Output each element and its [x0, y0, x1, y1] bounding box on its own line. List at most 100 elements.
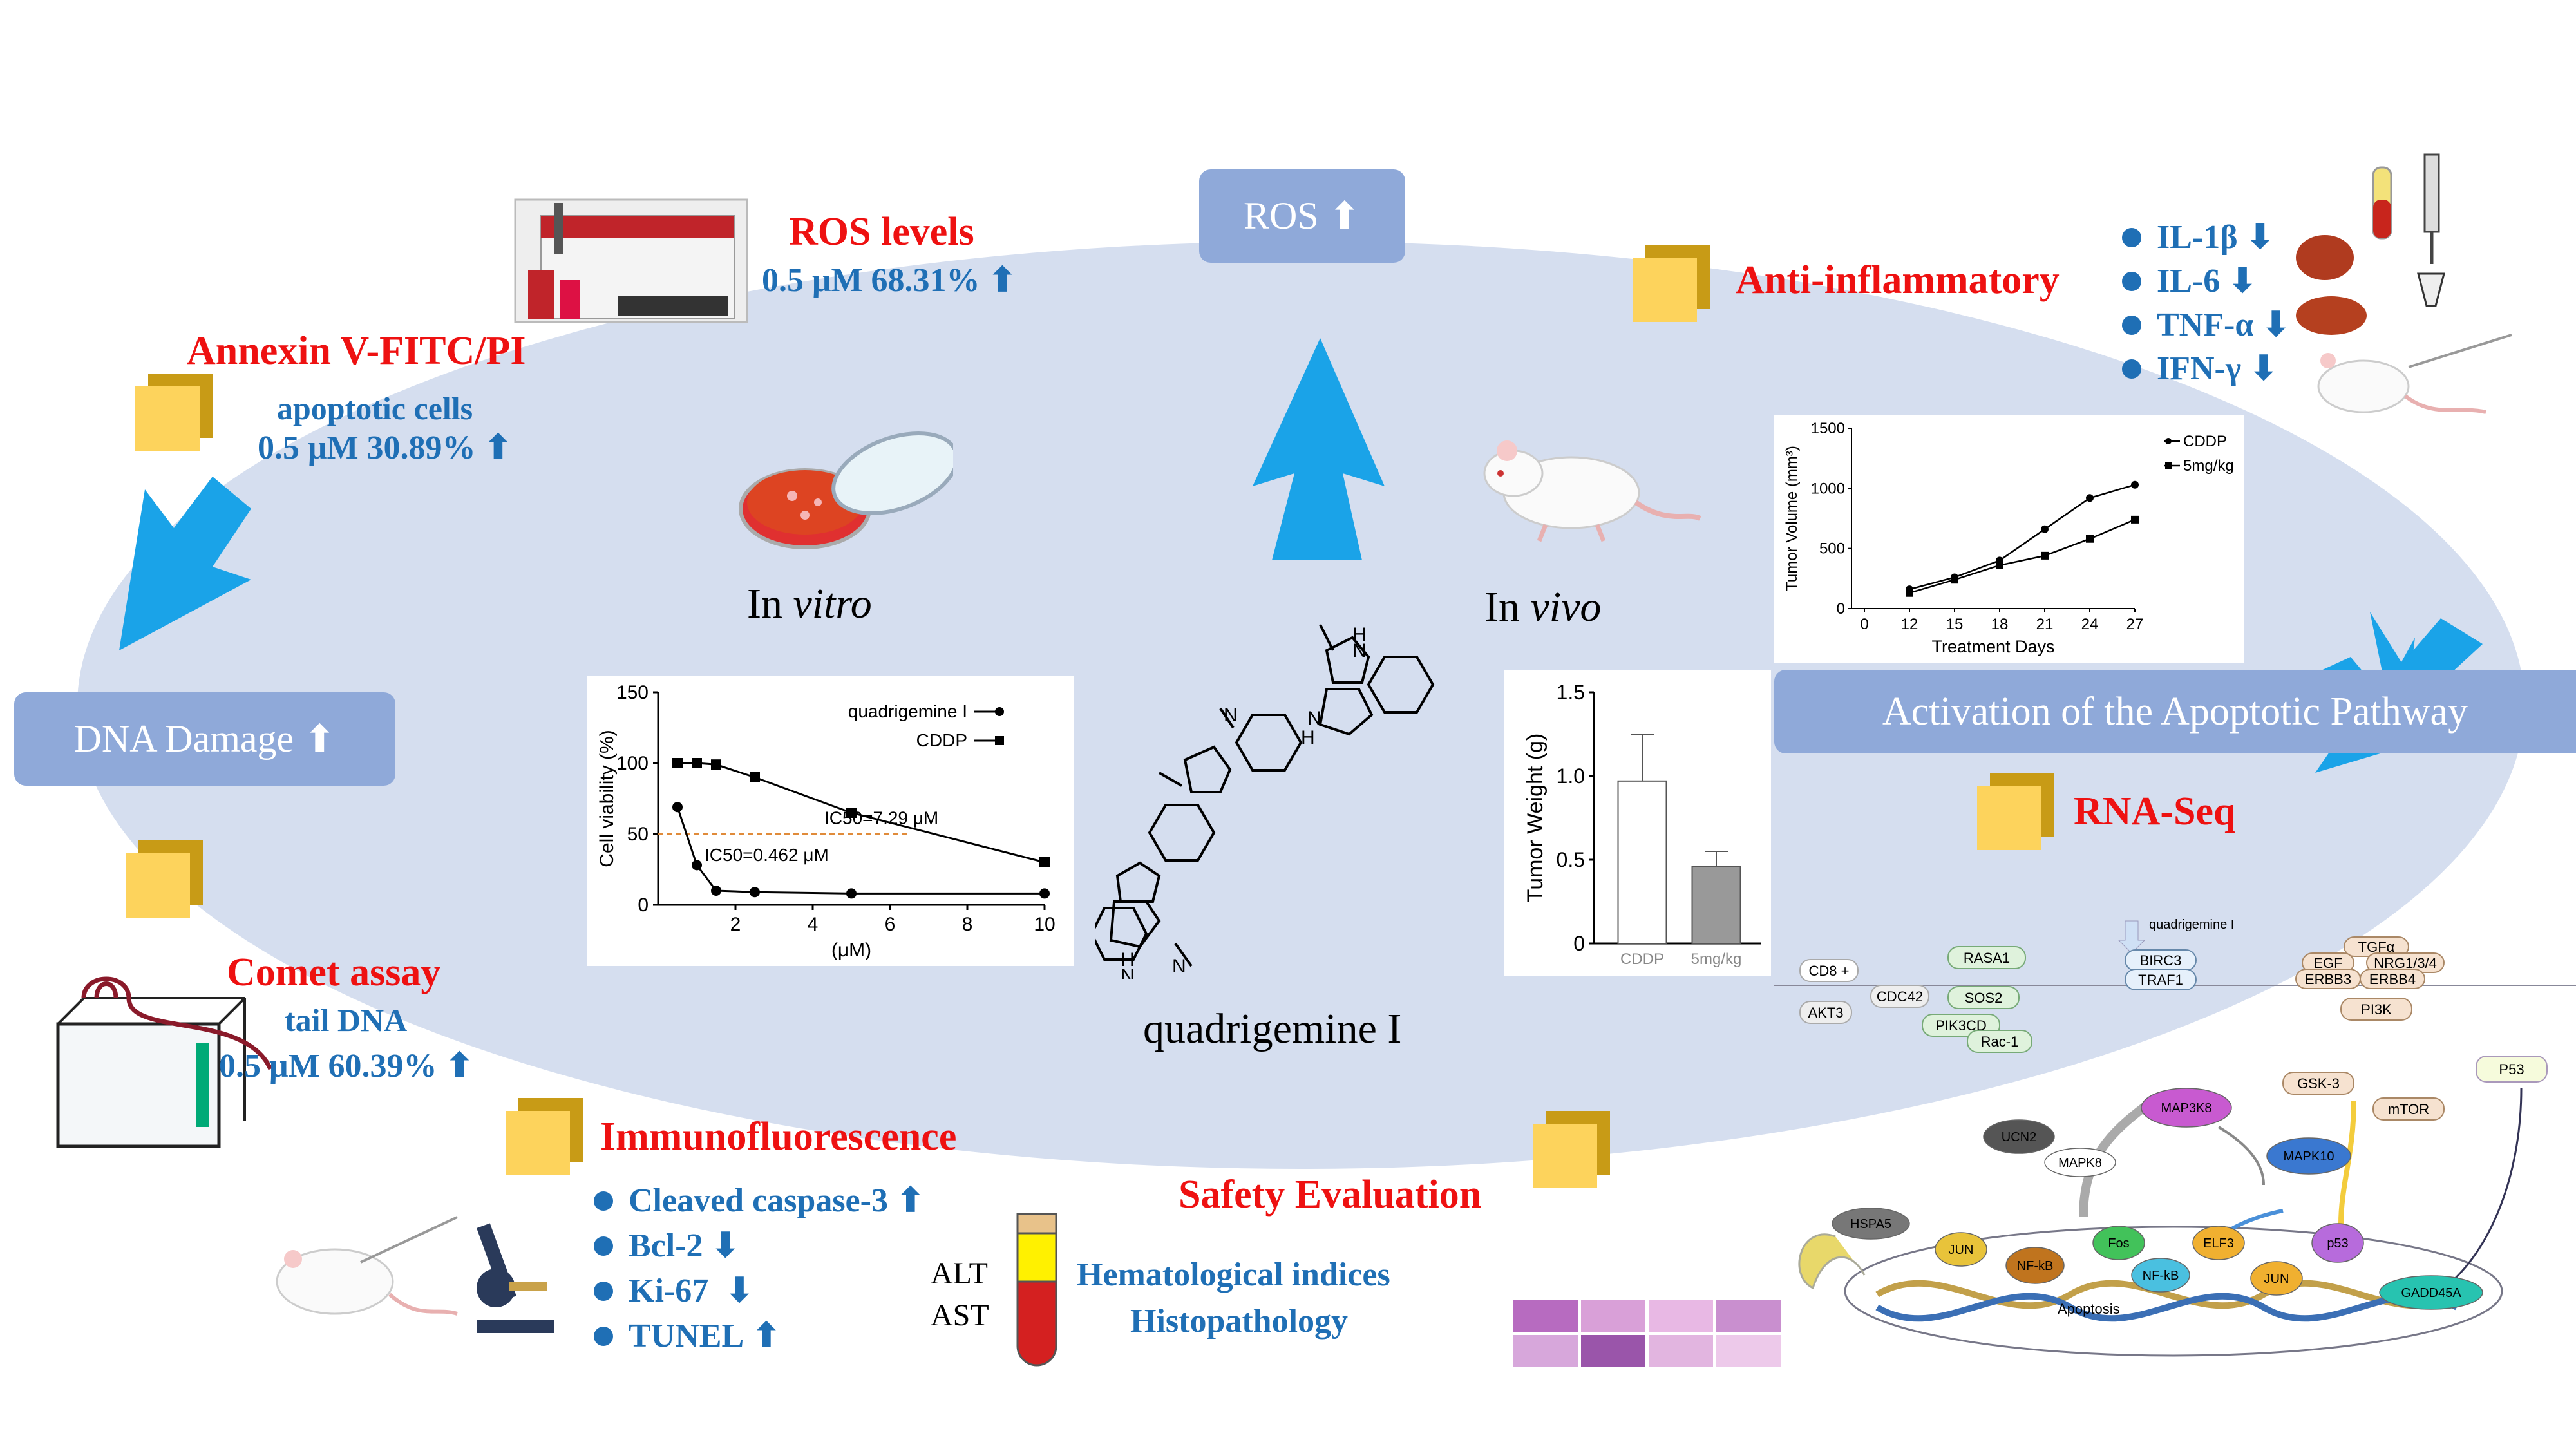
svg-text:H: H — [1301, 727, 1315, 748]
x-tick-label: 15 — [1946, 616, 1964, 633]
square-marker-rnaseq — [1977, 773, 2054, 850]
data-point — [692, 758, 702, 768]
data-point — [2041, 525, 2049, 533]
y-tick-label: 500 — [1819, 540, 1845, 558]
y-tick-label: 1000 — [1811, 480, 1845, 497]
pathway-node — [2192, 1226, 2245, 1260]
pathway-node — [1799, 959, 1859, 982]
series-line — [1909, 518, 2136, 594]
x-tick-label: 0 — [1860, 616, 1868, 633]
data-point — [2086, 535, 2094, 543]
cytokine-item: IL-6 ⬇ — [2122, 260, 2290, 303]
compound-name: quadrigemine I — [1143, 1005, 1402, 1052]
svg-text:H: H — [1121, 949, 1135, 971]
apoptotic-pathway-pill: Activation of the Apoptotic Pathway — [1774, 670, 2576, 753]
flow-cytometer-image — [514, 198, 748, 323]
petri-dish-image — [739, 431, 953, 549]
down-arrow-icon: ⬇ — [2249, 350, 2278, 387]
pathway-arrow — [2217, 1126, 2265, 1186]
dna-damage-pill: DNA Damage ⬆ — [14, 692, 395, 786]
pathway-node-label: PI3K — [2361, 1001, 2392, 1018]
pathway-node — [1983, 1119, 2055, 1154]
x-tick-label: 18 — [1991, 616, 2009, 633]
y-axis-label: Cell viability (%) — [596, 730, 618, 867]
down-arrow-icon: ⬇ — [2262, 307, 2290, 343]
pathway-node-label: CD8 + — [1809, 963, 1850, 979]
histopathology: Histopathology — [1130, 1303, 1349, 1340]
nucleus — [1844, 1226, 2503, 1357]
y-tick-label: 100 — [616, 753, 649, 774]
data-point — [750, 772, 760, 782]
up-arrow-icon: ⬆ — [988, 262, 1017, 299]
pathway-node-label: HSPA5 — [1850, 1217, 1891, 1231]
comet-value: 0.5 μM 60.39% ⬆ — [219, 1048, 474, 1084]
x-axis-label: (μM) — [831, 940, 871, 961]
data-point — [672, 802, 683, 813]
organs-and-tools-image — [2296, 153, 2512, 414]
x-tick-label: 27 — [2126, 616, 2144, 633]
mouse-and-microscope-image — [276, 1216, 554, 1333]
if-marker-list: Cleaved caspase-3 ⬆ Bcl-2 ⬇ Ki-67 ⬇ TUNE… — [594, 1179, 925, 1359]
svg-text:N: N — [1307, 708, 1321, 729]
x-tick-label: 6 — [885, 914, 896, 935]
pathway-node — [1947, 986, 2020, 1009]
x-tick-label: CDDP — [1620, 951, 1664, 968]
pathway-node — [2372, 1097, 2445, 1121]
bar — [1691, 866, 1741, 944]
down-left-arrow — [119, 477, 251, 650]
pathway-node — [1947, 946, 2026, 969]
up-arrow-icon: ⬆ — [303, 717, 336, 761]
ros-levels-title: ROS levels — [789, 210, 974, 254]
data-point — [2041, 551, 2049, 560]
y-tick-label: 1500 — [1811, 420, 1845, 437]
annotation: IC50=0.462 μM — [705, 845, 829, 865]
pathway-node — [2141, 1088, 2232, 1128]
up-arrow-icon: ⬆ — [484, 430, 513, 466]
svg-text:N: N — [1172, 956, 1186, 977]
pathway-node-label: JUN — [2264, 1272, 2289, 1286]
pathway-node — [2125, 969, 2197, 990]
pathway-node-label: Fos — [2108, 1236, 2129, 1251]
ros-levels-value: 0.5 μM 68.31% ⬆ — [762, 262, 1017, 299]
pathway-node — [1967, 1030, 2032, 1053]
data-point — [2131, 480, 2139, 489]
pathway-node-label: ERBB4 — [2369, 971, 2416, 987]
data-point — [711, 886, 721, 896]
annexin-title: Annexin V-FITC/PI — [187, 329, 526, 373]
square-marker-safety — [1533, 1111, 1610, 1188]
x-tick-label: 21 — [2036, 616, 2054, 633]
data-point — [672, 758, 683, 768]
in-vitro-label: In vitro — [747, 580, 872, 627]
pathway-node-label: Rac-1 — [1981, 1034, 2019, 1050]
pathway-node-label: MAP3K8 — [2161, 1101, 2212, 1115]
pathway-node — [2379, 1275, 2483, 1310]
annotation: IC50=7.29 μM — [824, 808, 938, 828]
pathway-node-label: MAPK10 — [2284, 1150, 2334, 1164]
dna-strand — [1875, 1280, 2459, 1309]
electrophoresis-tank-image — [56, 976, 273, 1148]
data-point — [846, 808, 857, 818]
svg-text:N: N — [1121, 965, 1135, 979]
pathway-node — [1870, 985, 1929, 1008]
safety-evaluation-title: Safety Evaluation — [1179, 1173, 1482, 1217]
pathway-input-label: quadrigemine I — [2149, 918, 2234, 932]
data-point — [750, 887, 760, 898]
pathway-node-label: SOS2 — [1965, 990, 2003, 1006]
pathway-node-label: p53 — [2327, 1236, 2348, 1251]
pathway-node-label: RASA1 — [1964, 950, 2010, 966]
legend-marker — [2165, 438, 2172, 444]
y-axis-label: Tumor Volume (mm³) — [1783, 446, 1801, 591]
hematological-indices: Hematological indices — [1077, 1256, 1390, 1293]
pathway-arrow — [2079, 1101, 2151, 1218]
pathway-node — [2250, 1261, 2303, 1296]
pathway-node — [2360, 969, 2425, 989]
pathway-node-label: TGFα — [2358, 939, 2395, 955]
apoptotic-pathway-label: Activation of the Apoptotic Pathway — [1882, 689, 2468, 734]
cytokine-item: IFN-γ ⬇ — [2122, 347, 2290, 391]
legend-label: quadrigemine I — [848, 701, 967, 721]
pathway-node-label: GSK-3 — [2297, 1075, 2340, 1092]
data-point — [1039, 857, 1050, 867]
